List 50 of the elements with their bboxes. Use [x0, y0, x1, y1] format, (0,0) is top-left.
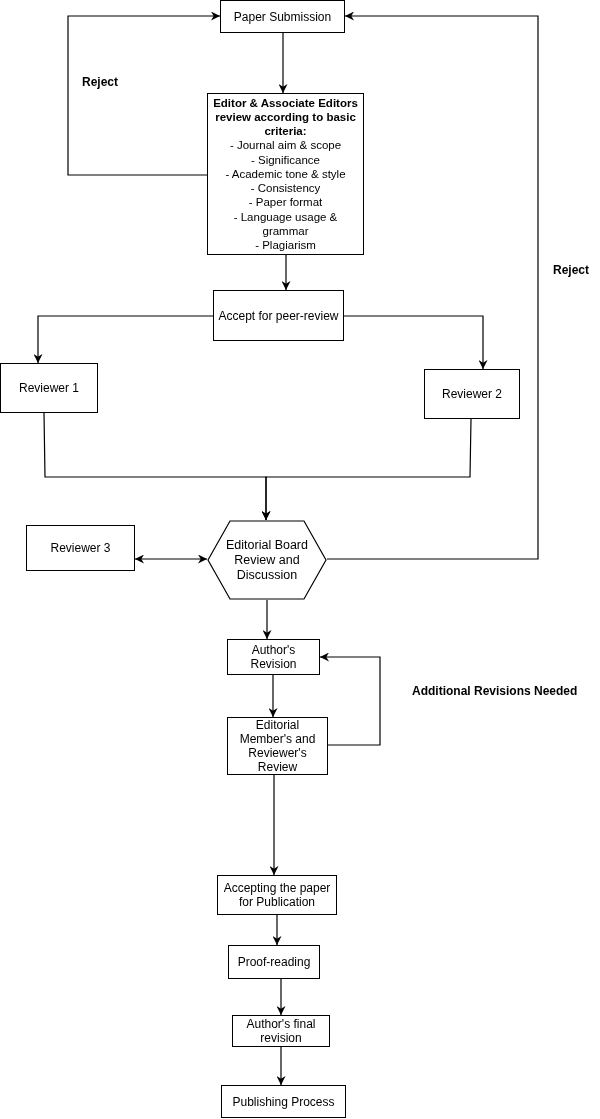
box-label: Editorial Member's and Reviewer's Review — [238, 718, 317, 774]
process-box — [232, 1015, 330, 1047]
arrow — [343, 315, 488, 370]
arrow — [276, 978, 286, 1016]
arrow — [268, 674, 278, 718]
criteria-item: - Plagiarism — [255, 237, 316, 253]
process-box — [26, 525, 135, 571]
box-label: Publishing Process — [232, 1094, 335, 1109]
arrow — [281, 254, 291, 291]
process-box — [221, 1085, 346, 1118]
box-label: Paper Submission — [233, 9, 332, 24]
arrow — [326, 11, 539, 560]
box-label: Accepting the paper for Publication — [222, 881, 332, 909]
criteria-item: - Consistency — [250, 181, 321, 196]
arrow — [33, 315, 214, 364]
arrow — [134, 554, 208, 564]
edge-label: Additional Revisions Needed — [412, 684, 578, 698]
box-label: Author's final revision — [245, 1017, 317, 1045]
process-box — [220, 0, 345, 33]
edge-label: Reject — [82, 75, 119, 89]
process-box — [227, 717, 328, 775]
arrow — [269, 774, 279, 876]
arrow — [278, 32, 288, 94]
box-label: Accept for peer-review — [218, 308, 339, 323]
process-box — [217, 875, 337, 915]
box-label: Reviewer 2 — [442, 387, 502, 401]
box-label: Reviewer 1 — [19, 381, 79, 395]
box-label: Author's Revision — [249, 643, 298, 671]
arrow — [261, 418, 472, 521]
criteria-item: - Paper format — [248, 195, 323, 210]
box-label: Proof-reading — [237, 955, 311, 969]
criteria-item: - Journal aim & scope — [229, 138, 342, 153]
arrow — [67, 11, 221, 176]
arrow — [319, 652, 381, 746]
process-box — [207, 93, 364, 255]
arrow — [276, 1046, 286, 1086]
criteria-item: - Language usage & grammar — [232, 209, 339, 238]
criteria-item: - Significance — [250, 152, 320, 167]
arrow — [272, 914, 282, 946]
process-box — [228, 945, 320, 979]
process-box — [424, 369, 520, 419]
box-label: Editorial Board Review and Discussion — [225, 537, 309, 583]
box-heading: Editor & Associate Editors review according to basic criteria: — [212, 95, 359, 139]
edge-label: Reject — [553, 263, 590, 277]
process-box — [227, 639, 320, 675]
arrow — [262, 599, 272, 640]
process-box — [0, 363, 98, 413]
process-box — [213, 290, 344, 341]
box-label: Reviewer 3 — [50, 541, 111, 555]
criteria-item: - Academic tone & style — [225, 166, 346, 182]
